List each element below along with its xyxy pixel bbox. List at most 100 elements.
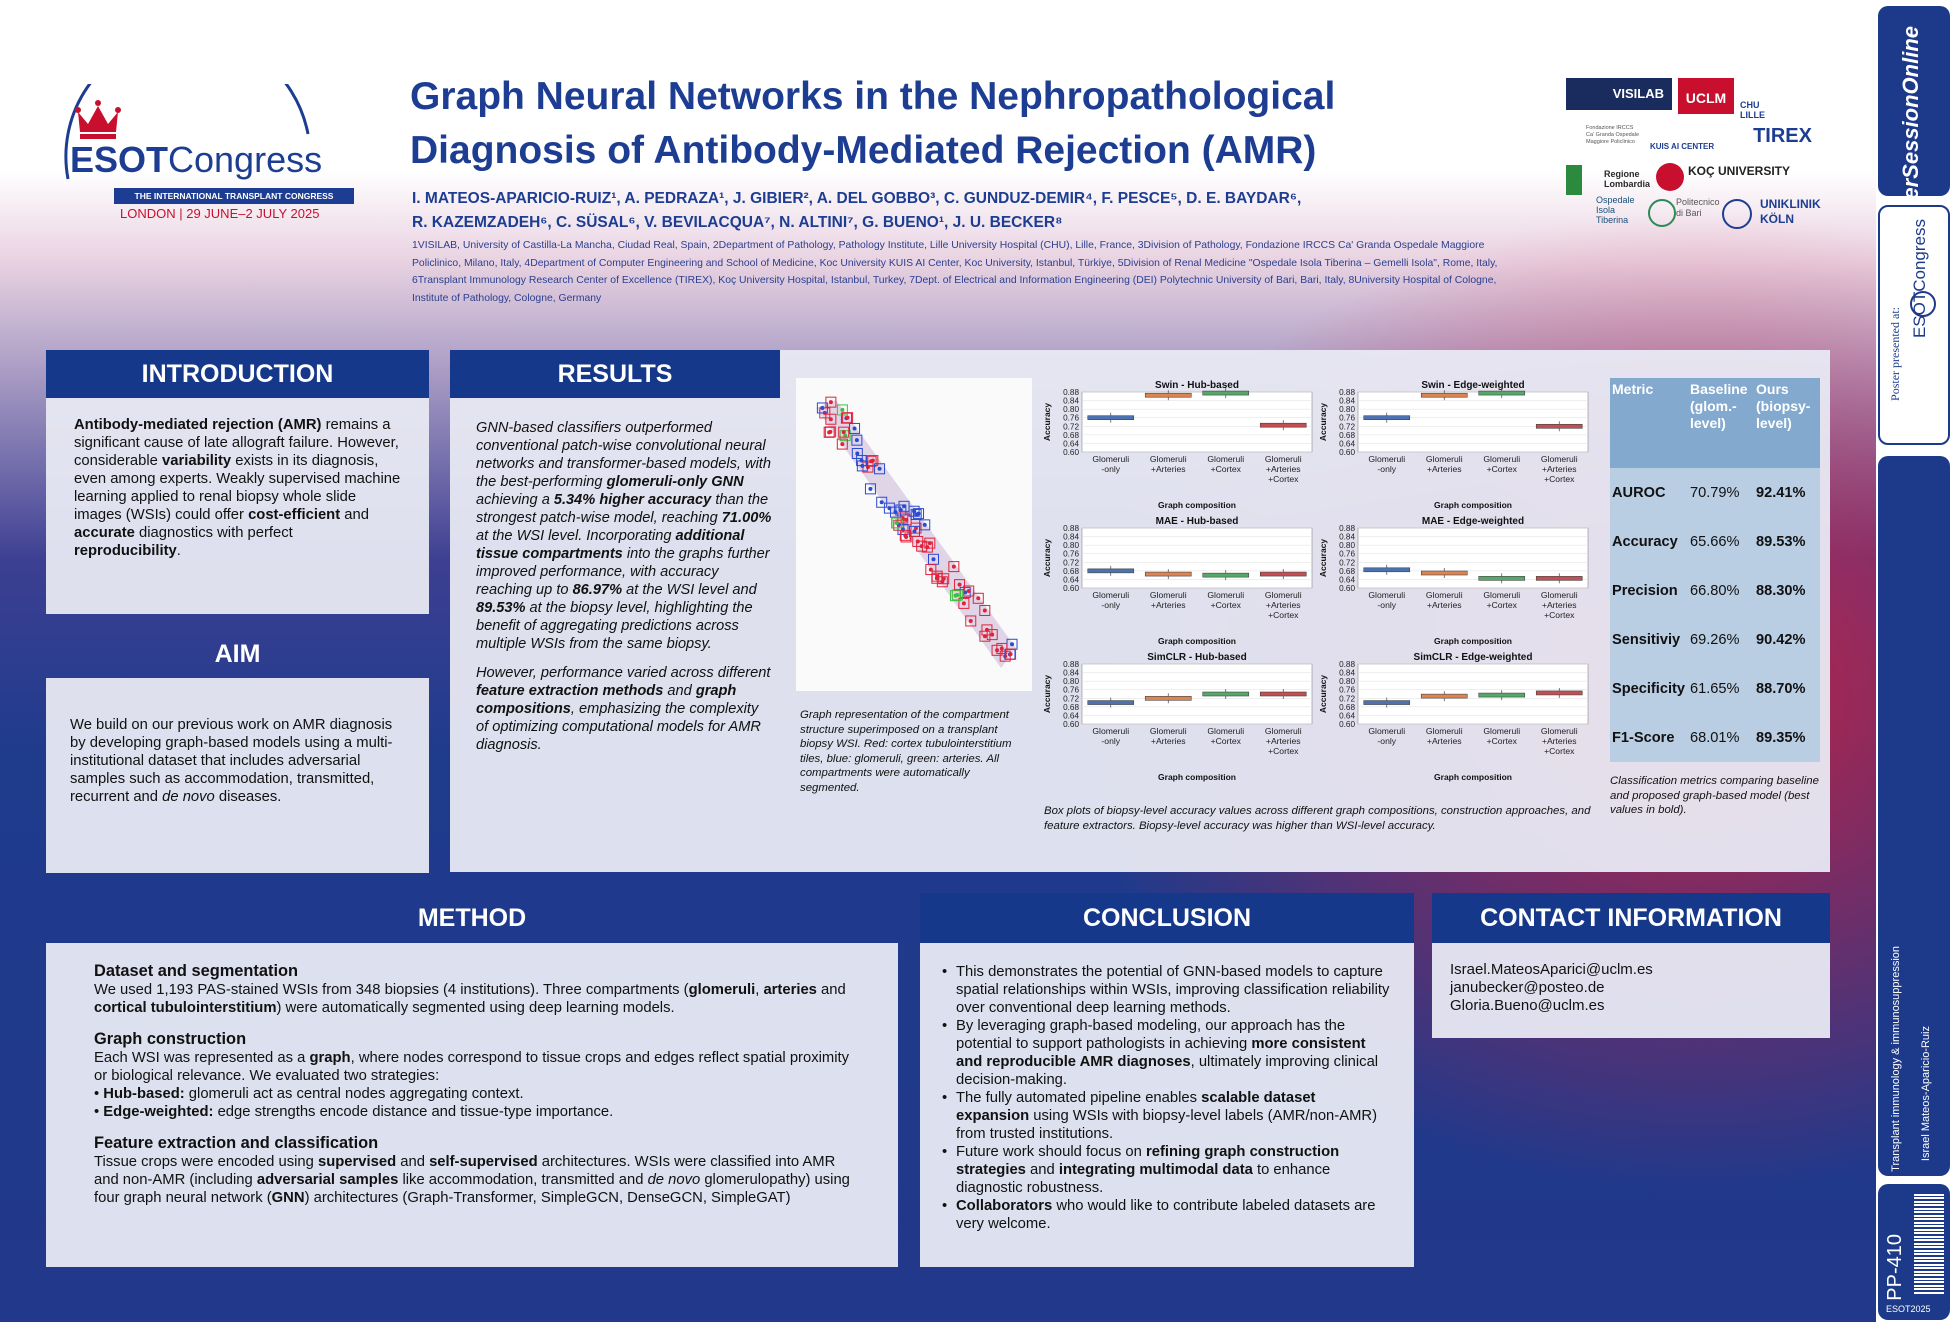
box-mark	[1420, 570, 1468, 576]
graph-node	[868, 486, 873, 491]
y-tick-label: 0.72	[1063, 422, 1079, 431]
chart-title: Swin - Edge-weighted	[1421, 380, 1524, 391]
boxplot-caption: Box plots of biopsy-level accuracy value…	[1044, 805, 1591, 832]
x-tick-label: Glomeruli	[1426, 454, 1463, 464]
chu-lille-logo: CHU LILLE	[1740, 100, 1765, 120]
graph-node	[898, 508, 903, 513]
tile-box	[925, 564, 937, 576]
isola-tiberina-logo: Ospedale Isola Tiberina	[1596, 195, 1635, 225]
y-tick-label: 0.68	[1063, 703, 1079, 712]
esot-congress-logo: ESOTCongress THE INTERNATIONAL TRANSPLAN…	[48, 32, 358, 234]
tile-box	[849, 422, 861, 434]
tile-box	[910, 522, 922, 534]
x-axis-label: Graph composition	[1434, 500, 1512, 510]
metrics-header-cell: Baseline (glom.-level)	[1688, 378, 1754, 468]
y-tick-label: 0.60	[1339, 448, 1355, 457]
tile-box	[979, 604, 991, 616]
x-tick-label: Glomeruli	[1092, 454, 1129, 464]
y-tick-label: 0.60	[1339, 720, 1355, 729]
metrics-cell: 89.35%	[1756, 729, 1806, 746]
y-tick-label: 0.64	[1339, 711, 1355, 720]
method-text: Dataset and segmentation We used 1,193 P…	[46, 943, 898, 1267]
x-tick-label: +Arteries	[1427, 464, 1462, 474]
x-tick-label: +Arteries	[1427, 600, 1462, 610]
graph-node	[870, 458, 875, 463]
introduction-heading: INTRODUCTION	[46, 350, 429, 398]
x-tick-label: Glomeruli	[1483, 590, 1520, 600]
y-tick-label: 0.76	[1063, 414, 1079, 423]
y-tick-label: 0.80	[1339, 541, 1355, 550]
x-tick-label: +Cortex	[1268, 610, 1299, 620]
table-caption: Classification metrics comparing baselin…	[1610, 775, 1819, 816]
x-tick-label: +Cortex	[1544, 474, 1575, 484]
conclusion-text: This demonstrates the potential of GNN-b…	[920, 943, 1414, 1267]
contact-email[interactable]: Israel.MateosAparici@uclm.es	[1450, 961, 1653, 978]
kuis-logo: KUIS AI CENTER	[1650, 142, 1715, 151]
metrics-cell: Specificity	[1612, 680, 1685, 697]
graph-node	[927, 541, 932, 546]
x-tick-label: Glomeruli	[1150, 590, 1187, 600]
y-tick-label: 0.88	[1339, 524, 1355, 533]
x-tick-label: Glomeruli	[1265, 726, 1302, 736]
chart-title: SimCLR - Hub-based	[1147, 652, 1246, 663]
x-tick-label: +Cortex	[1268, 474, 1299, 484]
esot-label: ESOTCongress	[1910, 219, 1929, 339]
y-tick-label: 0.60	[1063, 720, 1079, 729]
y-tick-label: 0.72	[1339, 694, 1355, 703]
box-mark	[1087, 415, 1135, 421]
metrics-cell: 61.65%	[1690, 680, 1740, 697]
author-label: Israel Mateos-Aparicio-Ruiz	[1920, 1026, 1932, 1162]
y-tick-label: 0.60	[1339, 584, 1355, 593]
x-tick-label: +Cortex	[1544, 746, 1575, 756]
tile-box	[950, 590, 962, 602]
metrics-cell: 88.30%	[1756, 582, 1806, 599]
boxplot-chart: Swin - Edge-weighted0.600.640.680.720.76…	[1318, 380, 1589, 510]
y-tick-label: 0.76	[1339, 550, 1355, 559]
y-tick-label: 0.76	[1339, 686, 1355, 695]
wsi-graph-drawing	[816, 396, 1018, 668]
x-tick-label: -only	[1377, 600, 1396, 610]
conclusion-bullet: This demonstrates the potential of GNN-b…	[942, 963, 1390, 1017]
tile-box	[908, 505, 920, 517]
tile-box	[996, 642, 1008, 654]
graph-node	[894, 520, 899, 525]
aim-text: We build on our previous work on AMR dia…	[46, 678, 429, 873]
x-tick-label: Glomeruli	[1541, 726, 1578, 736]
x-axis-label: Graph composition	[1158, 500, 1236, 510]
x-tick-label: Glomeruli	[1265, 454, 1302, 464]
contact-email[interactable]: janubecker@posteo.de	[1450, 979, 1605, 996]
method-bullet: • Edge-weighted: edge strengths encode d…	[94, 1104, 614, 1120]
y-tick-label: 0.64	[1063, 711, 1079, 720]
tile-box	[891, 517, 903, 529]
box-mark	[1478, 692, 1526, 698]
aim-heading: AIM	[214, 640, 261, 668]
box-mark	[1144, 571, 1192, 577]
box-mark	[1202, 390, 1250, 396]
y-tick-label: 0.64	[1339, 575, 1355, 584]
tile-box	[1005, 648, 1017, 660]
graph-node	[968, 618, 973, 623]
tile-box	[954, 579, 966, 591]
box-mark	[1202, 572, 1250, 578]
x-tick-label: +Arteries	[1151, 736, 1186, 746]
tile-box	[965, 615, 977, 627]
graph-node	[913, 526, 918, 531]
box-mark	[1144, 695, 1192, 701]
results-paragraph-2: However, performance varied across diffe…	[476, 665, 771, 753]
y-tick-label: 0.84	[1063, 669, 1079, 678]
contact-email[interactable]: Gloria.Bueno@uclm.es	[1450, 997, 1605, 1014]
chart-title: Swin - Hub-based	[1155, 380, 1239, 391]
y-axis-label: Accuracy	[1318, 539, 1328, 578]
x-tick-label: Glomeruli	[1092, 590, 1129, 600]
y-axis-label: Accuracy	[1318, 403, 1328, 442]
x-tick-label: -only	[1101, 600, 1120, 610]
box-mark	[1478, 576, 1526, 581]
tile-box	[919, 519, 931, 531]
x-tick-label: +Arteries	[1266, 464, 1301, 474]
box-mark	[1363, 567, 1411, 573]
contact-heading: CONTACT INFORMATION	[1432, 893, 1830, 943]
x-tick-label: +Arteries	[1266, 600, 1301, 610]
x-axis-label: Graph composition	[1158, 636, 1236, 646]
